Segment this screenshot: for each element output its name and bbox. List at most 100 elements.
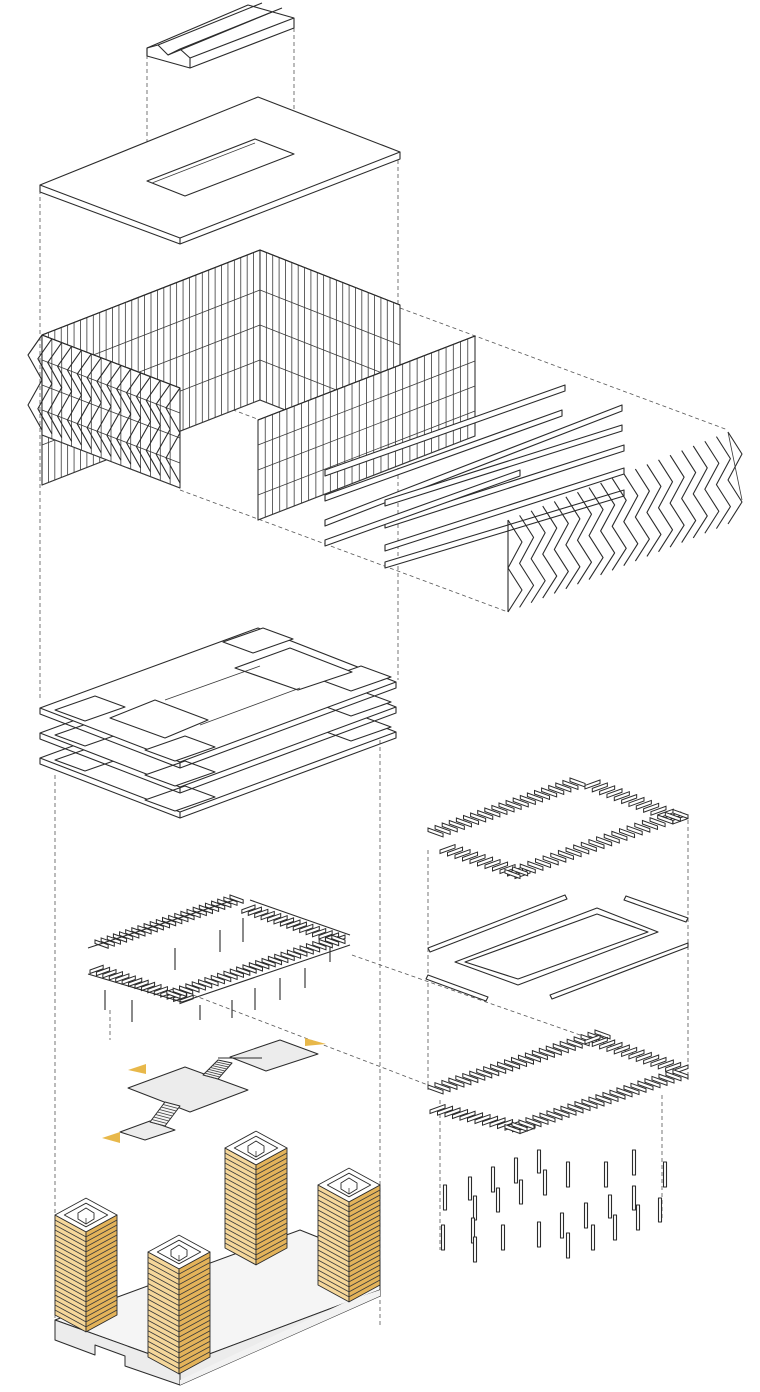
beam — [643, 802, 660, 813]
frame-beam — [254, 908, 269, 919]
tower-plank — [54, 1279, 87, 1298]
beam — [462, 1072, 479, 1084]
frame-beam — [305, 925, 320, 936]
beam — [641, 819, 658, 831]
tower-plank — [85, 1269, 118, 1288]
beam — [504, 1059, 521, 1070]
facade-fin — [47, 342, 63, 438]
column-piece — [565, 1161, 571, 1188]
frame-beam — [102, 968, 117, 979]
tower-plank — [224, 1207, 257, 1226]
girder — [425, 974, 489, 1002]
frame-beam — [286, 919, 301, 929]
beam — [484, 858, 501, 870]
beam — [505, 799, 522, 811]
tower-plank — [317, 1214, 350, 1233]
stair-step — [202, 1074, 219, 1080]
beam — [532, 1114, 549, 1126]
tower-plank — [317, 1254, 350, 1273]
beam — [562, 779, 579, 791]
beam — [555, 782, 572, 793]
tower-plank — [85, 1299, 118, 1318]
tower-plank — [178, 1335, 211, 1354]
beam — [511, 1121, 528, 1132]
diagonal-fin — [611, 478, 627, 571]
beam — [650, 805, 667, 816]
frame-beam — [89, 964, 104, 975]
stair-step — [149, 1121, 166, 1127]
tower-plank — [147, 1293, 180, 1312]
stair-step — [155, 1114, 171, 1119]
tower-plank — [85, 1234, 118, 1253]
frame-beam — [134, 979, 149, 990]
diagonal-fins — [507, 431, 743, 613]
facade-fin — [37, 338, 53, 435]
diagonal-fin — [623, 473, 639, 566]
louver-strip-2 — [324, 409, 563, 502]
beam — [448, 1077, 465, 1088]
beam — [504, 1123, 521, 1135]
column-piece — [559, 1212, 565, 1239]
beam — [635, 1051, 652, 1063]
exploded-columns — [440, 1149, 668, 1263]
frame-beam — [185, 983, 200, 993]
tower-plank — [147, 1351, 180, 1369]
frame-beam — [255, 959, 270, 970]
beam — [441, 1079, 458, 1091]
tower-plank — [178, 1293, 211, 1312]
stair-step — [216, 1061, 231, 1066]
beam — [602, 1091, 619, 1103]
core-tower-4 — [147, 1234, 211, 1375]
tower-plank — [255, 1177, 288, 1196]
frame-beam — [241, 904, 256, 914]
tower-plank — [255, 1162, 288, 1181]
louver-strip-1 — [324, 384, 566, 477]
frame-beam — [247, 906, 262, 917]
column-piece — [662, 1161, 668, 1188]
facade-fin — [66, 349, 82, 446]
transom — [259, 289, 401, 346]
frame-beam — [95, 966, 111, 977]
beam — [519, 794, 536, 806]
stair-step — [214, 1063, 229, 1068]
beam — [469, 853, 486, 865]
tower-plank — [178, 1309, 211, 1327]
tower-plank — [348, 1254, 381, 1273]
facade-fin — [96, 361, 112, 457]
beam — [643, 1054, 660, 1065]
tower-plank — [178, 1256, 211, 1275]
beam — [454, 848, 471, 860]
tower-plank — [348, 1214, 381, 1233]
diagonal-fin — [657, 459, 674, 553]
wall-top — [257, 335, 476, 421]
floor-void — [54, 695, 126, 722]
diagonal-fin — [576, 491, 593, 585]
beam — [538, 1047, 555, 1058]
beam — [560, 1105, 577, 1116]
beam — [441, 822, 458, 833]
marker-arrow-3 — [102, 1132, 120, 1143]
atrium-edge — [199, 687, 301, 726]
tower-plank — [224, 1162, 257, 1181]
beam — [613, 1044, 630, 1055]
tower-plank — [54, 1234, 87, 1253]
beam — [512, 797, 529, 808]
beam — [462, 851, 479, 862]
frame-beam — [223, 970, 238, 981]
beam — [644, 1078, 661, 1089]
beam — [628, 1049, 645, 1060]
frame-beam — [274, 953, 289, 964]
diagonal-fin — [530, 510, 546, 604]
tower-plank — [317, 1189, 350, 1208]
tower-plank — [54, 1309, 87, 1328]
tower-plank — [147, 1298, 180, 1317]
beam — [595, 1094, 612, 1105]
beam — [447, 846, 464, 857]
beam — [545, 1045, 562, 1056]
core-tower-1 — [54, 1197, 118, 1333]
tower-plank — [147, 1340, 180, 1359]
beam — [603, 833, 620, 844]
exploded-beams — [425, 777, 689, 1135]
transom — [257, 360, 476, 446]
tower-plank — [54, 1244, 87, 1263]
